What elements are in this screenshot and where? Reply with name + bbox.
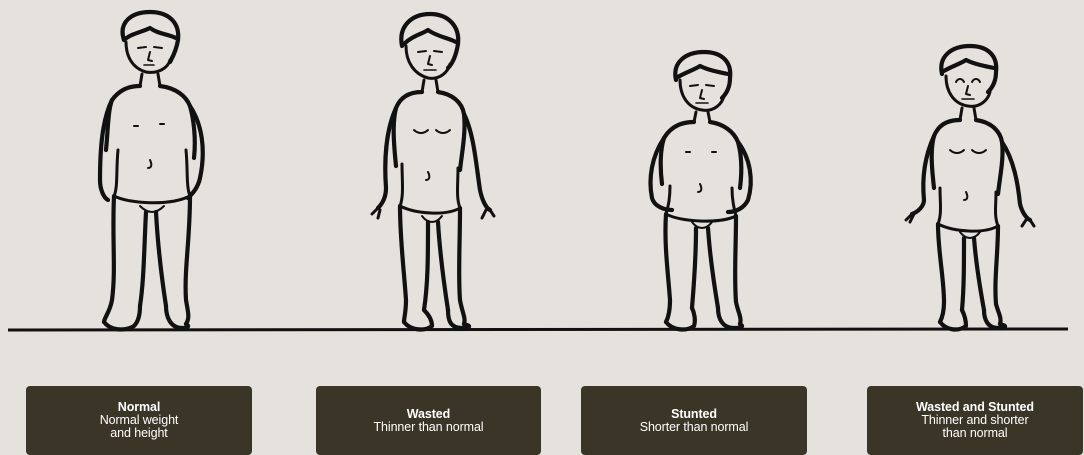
label-description-normal: Normal weight and height [30,414,248,440]
label-box-wasted: Wasted Thinner than normal [316,386,541,455]
label-description-wasted: Thinner than normal [320,421,537,434]
figure-normal-child [100,12,203,329]
figure-wasted-child [372,14,494,329]
ground-line [8,329,1068,330]
child-figures-illustration [0,0,1084,385]
label-box-normal: Normal Normal weight and height [26,386,252,455]
label-box-wasted-and-stunted: Wasted and Stunted Thinner and shorter t… [867,386,1083,455]
label-title-wasted: Wasted [320,408,537,421]
figure-stunted-child [651,52,751,329]
label-title-stunted: Stunted [585,408,803,421]
figure-wasted-and-stunted-child [906,46,1034,329]
label-description-stunted: Shorter than normal [585,421,803,434]
label-description-wasted-and-stunted: Thinner and shorter than normal [871,414,1079,440]
label-box-stunted: Stunted Shorter than normal [581,386,807,455]
